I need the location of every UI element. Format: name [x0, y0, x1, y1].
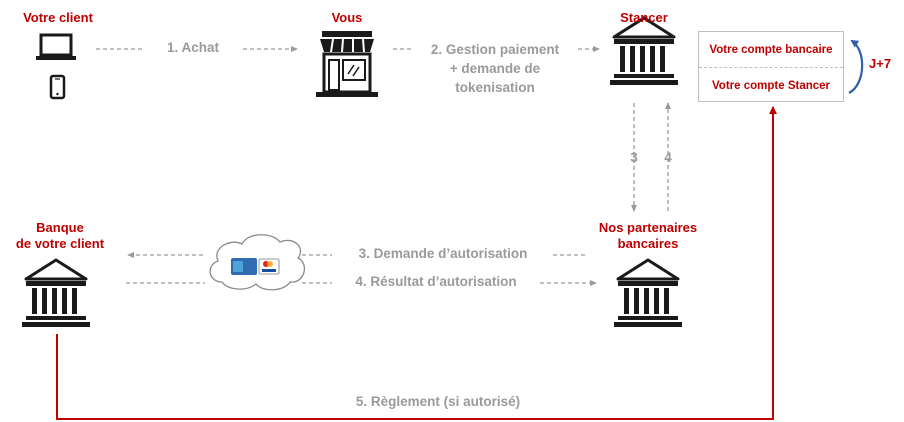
step5-reglement-label: 5. Règlement (si autorisé): [355, 394, 521, 409]
stancer-label: Stancer: [620, 10, 668, 25]
stancer-account-label: Votre compte Stancer: [699, 67, 843, 103]
step2-gestion-label: 2. Gestion paiement + demande de tokenis…: [412, 40, 578, 97]
bank-account-label: Votre compte bancaire: [709, 43, 833, 56]
step4-number: 4: [664, 150, 672, 165]
bank-icon-stancer: [610, 16, 678, 85]
partners-label: Nos partenaires bancaires: [586, 220, 710, 252]
client-bank-line1: Banque: [36, 220, 84, 235]
step1-achat-label: 1. Achat: [166, 40, 220, 55]
settlement-path: [56, 106, 777, 420]
bank-icon-client: [22, 258, 90, 327]
payment-network-cloud: [209, 234, 306, 291]
laptop-icon: [36, 33, 76, 60]
accounts-box: Votre compte bancaire Votre compte Stanc…: [698, 31, 844, 102]
step4-resultat-label: 4. Résultat d’autorisation: [355, 274, 517, 289]
store-icon: [316, 31, 378, 97]
client-bank-label: Banque de votre client: [0, 220, 120, 252]
vous-label: Vous: [331, 10, 363, 25]
client-bank-line2: de votre client: [15, 236, 105, 251]
j7-cycle-arrow: [848, 39, 864, 94]
step2-line1: 2. Gestion paiement: [430, 42, 560, 57]
bank-icon-partners: [614, 258, 682, 327]
client-label: Votre client: [23, 10, 93, 25]
smartphone-icon: [49, 74, 66, 100]
step2-line2: + demande de: [449, 61, 541, 76]
step2-line3: tokenisation: [455, 80, 535, 95]
step3-number: 3: [630, 150, 638, 165]
partners-line1: Nos partenaires: [598, 220, 698, 235]
partners-line2: bancaires: [617, 236, 679, 251]
settlement-delay-label: J+7: [869, 56, 892, 71]
step3-demande-label: 3. Demande d’autorisation: [358, 246, 528, 261]
